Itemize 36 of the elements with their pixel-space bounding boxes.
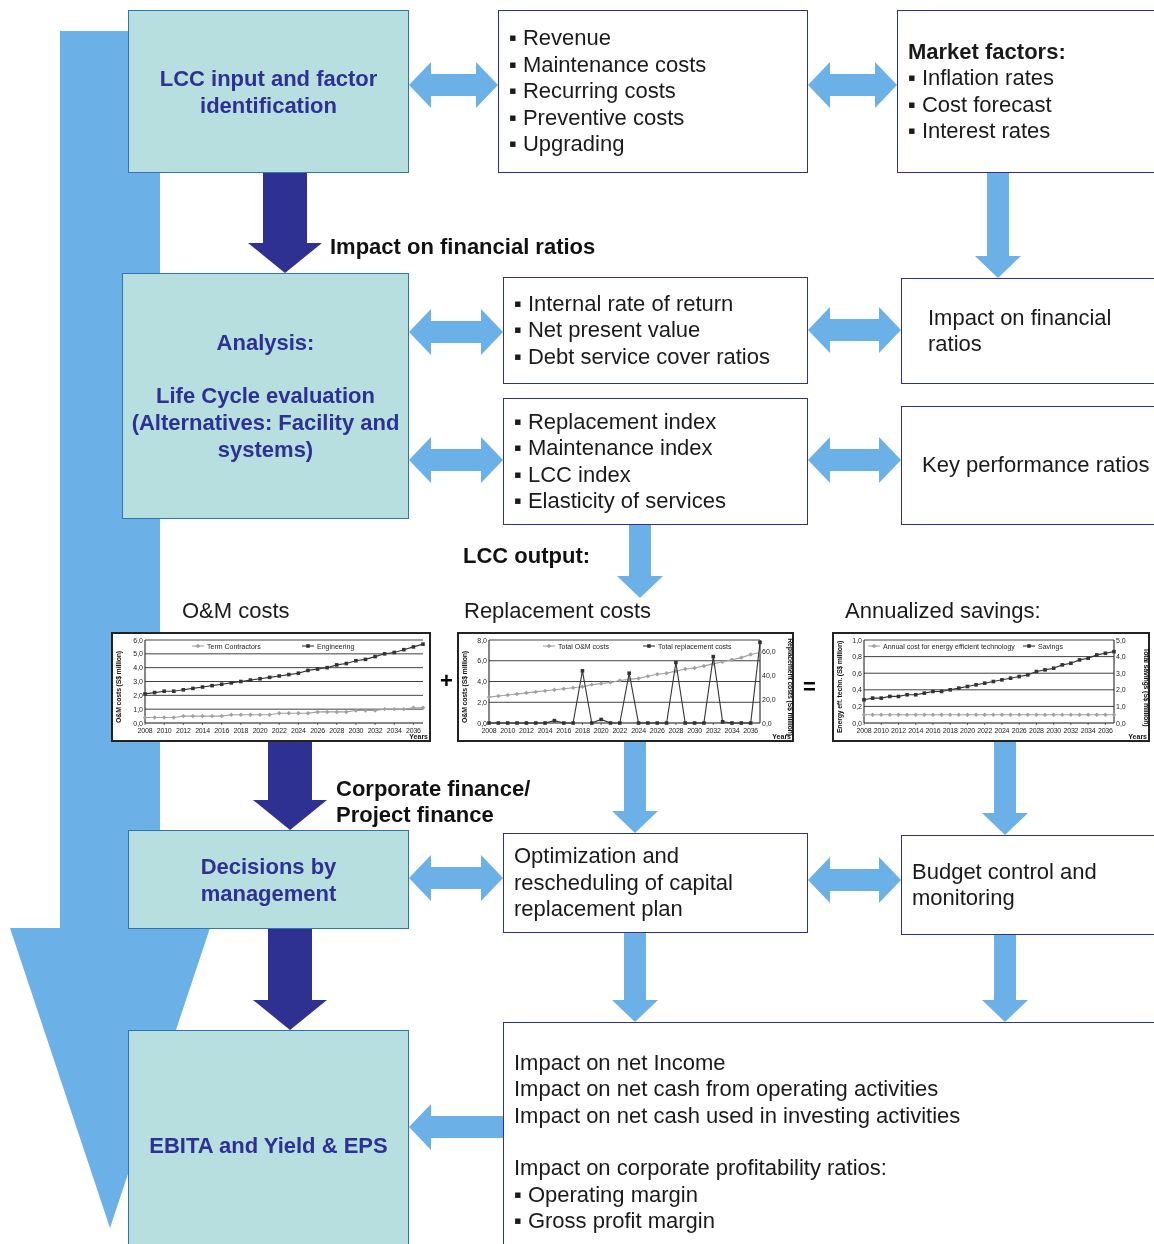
box-text: ▪ Upgrading	[509, 131, 625, 158]
operator-symbol: =	[803, 674, 816, 700]
box-text: ▪ Recurring costs	[509, 78, 676, 105]
box-text: ▪ Internal rate of return	[514, 290, 734, 318]
box-text: ▪ Gross profit margin	[514, 1208, 715, 1235]
box-text: ▪ Replacement index	[514, 408, 717, 435]
box-heading: Market factors:	[908, 38, 1066, 65]
box-text: Impact on net Income	[514, 1049, 726, 1076]
box-text: Impact on corporate profitability ratios:	[514, 1155, 887, 1182]
operator-symbol: +	[440, 668, 453, 694]
chart-title: Replacement costs	[464, 598, 652, 624]
box-text: Impact on net cash used in investing activities	[514, 1102, 961, 1129]
box-text: Impact on financial ratios	[928, 304, 1113, 358]
box-text: ▪ Interest rates	[908, 118, 1051, 145]
box-heading: Analysis:	[216, 329, 315, 356]
box-text: ▪ Revenue	[509, 25, 611, 52]
box-text: ▪ Maintenance index	[514, 435, 713, 462]
box-text: ▪ Elasticity of services	[514, 488, 726, 515]
box-title: LCC input and factor identification	[158, 64, 379, 119]
box-title: Decisions by management	[199, 852, 338, 907]
box-text: ▪ Preventive costs	[509, 104, 685, 132]
box-text: ▪ Net present value	[514, 317, 701, 344]
box-text: ▪ Debt service cover ratios	[514, 343, 770, 371]
box-title: EBITA and Yield & EPS	[149, 1131, 388, 1159]
box-text: ▪ LCC index	[514, 461, 631, 488]
box-text: Budget control and monitoring	[912, 858, 1098, 912]
box-title: Life Cycle evaluation (Alternatives: Facility and systems)	[131, 382, 400, 463]
box-text: ▪ Operating margin	[514, 1181, 698, 1208]
chart-title: Annualized savings:	[845, 598, 1041, 624]
box-text: ▪ Maintenance costs	[509, 51, 707, 79]
box-text: Optimization and rescheduling of capital replacement plan	[514, 843, 734, 923]
box-text: ▪ Inflation rates	[908, 65, 1054, 92]
box-text: ▪ Cost forecast	[908, 91, 1052, 118]
box-text: Key performance ratios	[922, 452, 1150, 479]
chart-title: O&M costs	[182, 598, 290, 624]
box-text: Impact on net cash from operating activities	[514, 1076, 939, 1103]
